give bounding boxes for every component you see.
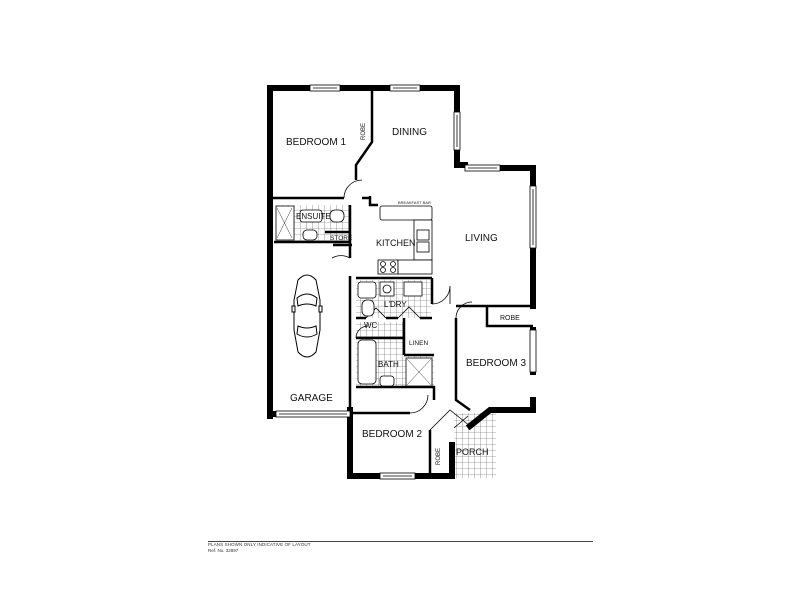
label-garage: GARAGE [290,393,333,404]
label-bedroom-2: BEDROOM 2 [362,429,422,440]
ensuite-fixtures [275,205,345,241]
label-store: STORE [330,235,353,242]
label-bedroom-1: BEDROOM 1 [286,137,346,148]
label-breakfast-bar: BREAKFAST BAR [398,200,431,205]
internal-walls [270,88,533,476]
label-living: LIVING [465,233,498,244]
footer-disclaimer: PLANS SHOWN ONLY INDICATIVE OF LAYOUT [208,542,311,547]
label-laundry: L'DRY [384,300,407,309]
label-robe-3: ROBE [500,315,520,322]
windows [275,84,537,480]
label-linen: LINEN [409,340,428,347]
label-dining: DINING [392,127,427,138]
kitchen-fixtures [377,205,433,275]
footer-rule [208,541,593,542]
door-swings [331,179,473,431]
label-kitchen: KITCHEN [376,238,416,248]
label-robe-1: ROBE [361,123,367,140]
label-robe-2: ROBE [436,448,442,465]
label-wc: WC [364,321,378,330]
label-ensuite: ENSUITE [296,212,331,221]
wet-area-fixtures [357,281,433,387]
room-labels: BEDROOM 1 ROBE DINING ENSUITE STORE BREA… [286,123,526,465]
label-bedroom-3: BEDROOM 3 [466,358,526,369]
footer-ref: Ref. No. 32897 [208,548,239,553]
label-bath: BATH [378,360,399,369]
car-icon [291,274,323,358]
label-porch: PORCH [456,447,489,457]
